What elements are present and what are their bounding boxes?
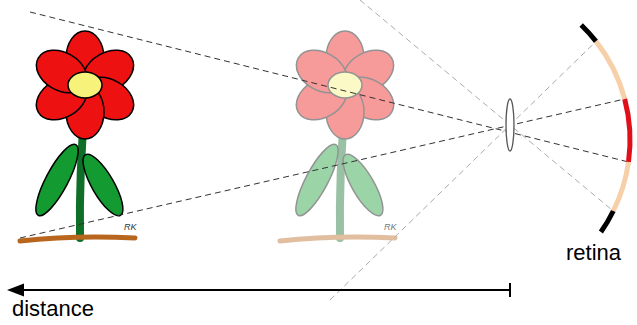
lens bbox=[506, 99, 514, 151]
artist-mark: RK bbox=[124, 222, 137, 232]
near-flower bbox=[280, 31, 401, 241]
retina-label: retina bbox=[566, 240, 621, 265]
light-rays bbox=[20, 0, 629, 300]
far-flower bbox=[20, 31, 141, 241]
distance-arrow bbox=[7, 283, 510, 297]
artist-mark: RK bbox=[384, 222, 397, 232]
retina-arc bbox=[581, 25, 630, 232]
distance-label: distance bbox=[12, 296, 94, 321]
